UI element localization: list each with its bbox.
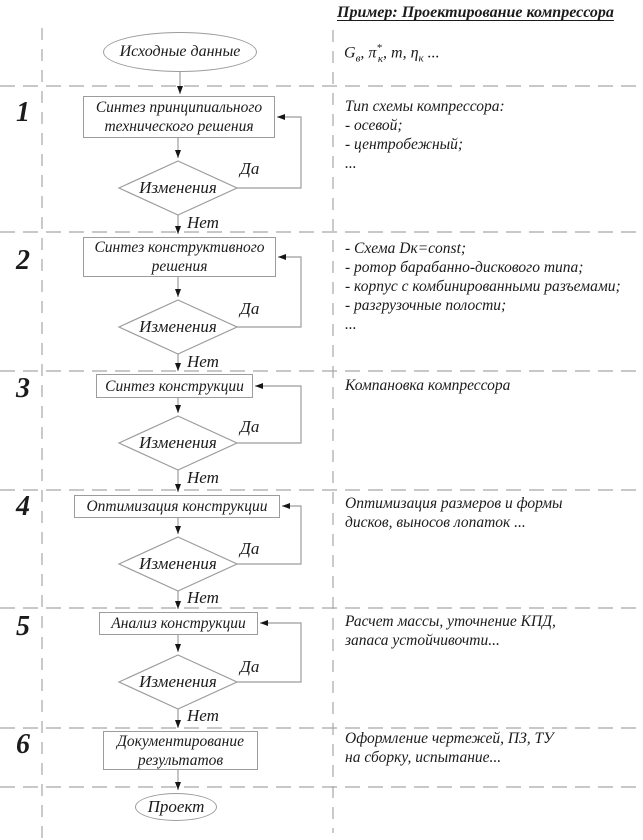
note-line: дисков, выносов лопаток ... <box>345 514 526 531</box>
note-line: ... <box>345 155 357 172</box>
decision-label-4: Изменения <box>139 554 217 573</box>
stage-number-6: 6 <box>16 729 30 760</box>
process-box-2: Синтез конструктивного решения <box>83 237 276 277</box>
note-line: Компановка компрессора <box>345 377 511 394</box>
stage-number-5: 5 <box>16 611 30 642</box>
yes-label-4: Да <box>240 539 260 558</box>
process-box-6-line-2: результатов <box>137 751 224 769</box>
input-parameters: Gв, π*к, m, ηк ... <box>344 42 440 65</box>
process-box-2-line-1: Синтез конструктивного <box>94 239 265 256</box>
yes-label-2: Да <box>240 299 260 318</box>
decision-label-1: Изменения <box>139 178 217 197</box>
process-box-6: Документирование результатов <box>103 731 258 770</box>
yes-label-1: Да <box>240 159 260 178</box>
note-line: Тип схемы компрессора: <box>345 98 505 115</box>
decision-label-2: Изменения <box>139 317 217 336</box>
no-label-1: Нет <box>187 213 219 232</box>
note-line: - осевой; <box>345 117 403 134</box>
note-line: - центробежный; <box>345 136 464 153</box>
yes-label-5: Да <box>240 657 260 676</box>
stage-2-notes: - Схема Dк=const; - ротор барабанно-диск… <box>345 239 643 334</box>
process-box-5: Анализ конструкции <box>99 612 258 635</box>
note-line: Оформление чертежей, ПЗ, ТУ <box>345 730 554 747</box>
note-line: ... <box>345 316 357 333</box>
stage-number-4: 4 <box>16 491 30 522</box>
decision-label-5: Изменения <box>139 672 217 691</box>
end-label: Проект <box>147 797 205 816</box>
start-terminator: Исходные данные <box>103 32 257 72</box>
no-label-2: Нет <box>187 352 219 371</box>
note-line: - Схема Dк=const; <box>345 240 467 257</box>
process-box-5-line-1: Анализ конструкции <box>111 615 246 632</box>
stage-5-notes: Расчет массы, уточнение КПД, запаса усто… <box>345 612 643 650</box>
stage-3-notes: Компановка компрессора <box>345 376 643 395</box>
process-box-1-line-2: технического решения <box>104 118 254 135</box>
no-label-4: Нет <box>187 588 219 607</box>
start-label: Исходные данные <box>119 43 241 60</box>
process-box-1-line-1: Синтез принципиального <box>95 99 263 116</box>
no-label-3: Нет <box>187 468 219 487</box>
process-box-1: Синтез принципиального технического реше… <box>83 96 275 138</box>
process-box-3-line-1: Синтез конструкции <box>105 377 244 395</box>
note-line: - корпус с комбинированными разъемами; <box>345 278 621 295</box>
stage-4-notes: Оптимизация размеров и формы дисков, вын… <box>345 494 643 532</box>
yes-label-3: Да <box>240 417 260 436</box>
process-box-6-line-1: Документирование <box>117 732 244 750</box>
note-line: Оптимизация размеров и формы <box>345 495 563 512</box>
stage-number-2: 2 <box>16 245 30 276</box>
process-box-2-line-2: решения <box>151 258 208 275</box>
stage-6-notes: Оформление чертежей, ПЗ, ТУ на сборку, и… <box>345 729 643 767</box>
example-title: Пример: Проектирование компрессора <box>337 4 614 21</box>
process-box-4-line-1: Оптимизация конструкции <box>86 498 268 515</box>
stage-number-1: 1 <box>16 97 30 128</box>
process-box-3: Синтез конструкции <box>96 374 253 398</box>
note-line: на сборку, испытание... <box>345 749 502 766</box>
note-line: - ротор барабанно-дискового типа; <box>345 259 584 276</box>
process-box-4: Оптимизация конструкции <box>74 495 280 518</box>
note-line: Расчет массы, уточнение КПД, <box>345 613 556 630</box>
note-line: запаса устойчивочти... <box>345 632 500 649</box>
end-terminator: Проект <box>135 793 217 821</box>
decision-label-3: Изменения <box>139 433 217 452</box>
note-line: - разгрузочные полости; <box>345 297 507 314</box>
stage-number-3: 3 <box>16 373 30 404</box>
no-label-5: Нет <box>187 706 219 725</box>
stage-1-notes: Тип схемы компрессора: - осевой; - центр… <box>345 97 643 173</box>
